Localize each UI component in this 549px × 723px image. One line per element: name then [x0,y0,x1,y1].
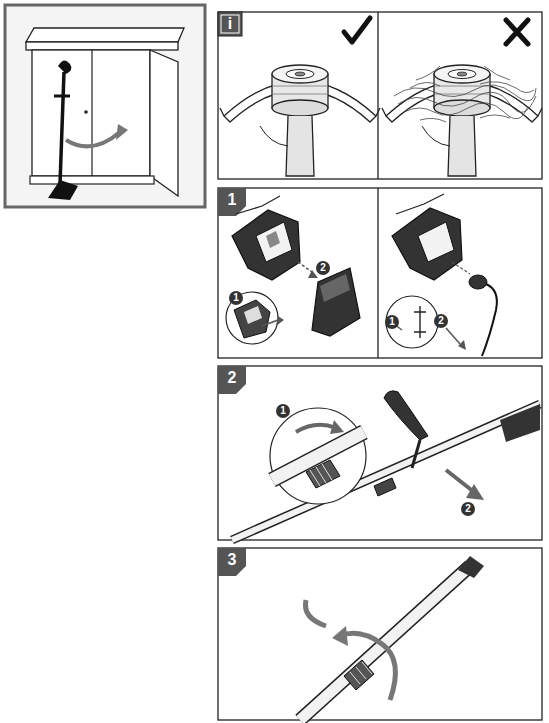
step-3-panel [218,548,542,720]
step-number: 1 [218,188,246,212]
callout-number: 2 [461,502,475,516]
step-number: 2 [218,366,246,390]
check-mark [344,18,370,42]
cross-mark [506,20,528,44]
callout-number: 2 [316,261,330,275]
callout-number: 1 [229,291,243,305]
step-number: 3 [218,548,246,572]
storage-panel [5,5,205,207]
step-2-panel [218,366,542,540]
callout-number: 1 [385,315,399,329]
callout-number: 1 [276,404,290,418]
info-badge: i [218,12,242,36]
callout-number: 2 [434,314,448,328]
info-panel [218,12,542,179]
step-1-panel [218,188,542,358]
callout-circles [229,261,475,516]
